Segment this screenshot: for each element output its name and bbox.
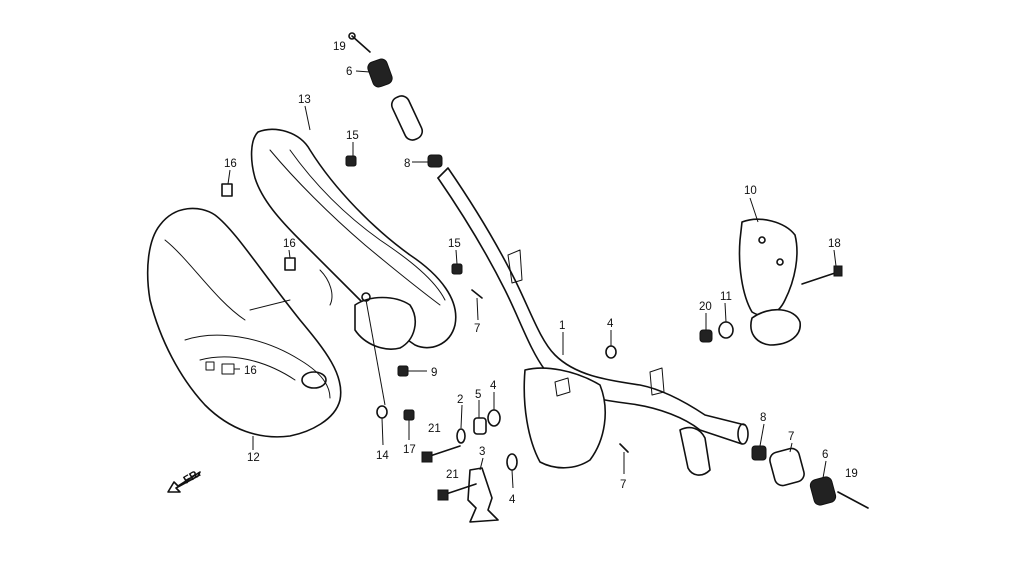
nut-17 bbox=[403, 409, 415, 421]
nut-15-upper bbox=[345, 155, 357, 167]
handlebar-pipe bbox=[437, 167, 749, 476]
callout-13: 13 bbox=[298, 94, 311, 106]
callout-15-lower: 15 bbox=[448, 238, 461, 250]
callout-4-middle: 4 bbox=[490, 380, 497, 392]
screw-7-lower bbox=[619, 443, 629, 453]
callout-4-lower: 4 bbox=[509, 494, 516, 506]
callout-21-upper: 21 bbox=[428, 423, 441, 435]
bolt-18 bbox=[801, 265, 843, 285]
callout-16-middle: 16 bbox=[283, 238, 296, 250]
callout-9: 9 bbox=[431, 367, 437, 379]
callout-6-right: 6 bbox=[822, 449, 828, 461]
clamp bbox=[467, 467, 499, 523]
nut-20 bbox=[699, 329, 713, 343]
callout-17: 17 bbox=[403, 444, 416, 456]
callout-10: 10 bbox=[744, 185, 757, 197]
front-direction-arrow: FR. bbox=[167, 467, 203, 493]
callout-8-top: 8 bbox=[404, 158, 410, 170]
callout-14: 14 bbox=[376, 450, 389, 462]
callout-3: 3 bbox=[479, 446, 485, 458]
rear-handlebar-cover bbox=[250, 128, 457, 350]
callout-7-upper: 7 bbox=[474, 323, 480, 335]
callout-11: 11 bbox=[720, 291, 732, 303]
clip-16-upper bbox=[221, 183, 233, 197]
callout-2: 2 bbox=[457, 394, 463, 406]
grip-end-top bbox=[367, 58, 393, 88]
front-indicator-label: FR. bbox=[182, 467, 203, 486]
callout-18: 18 bbox=[828, 238, 841, 250]
washer-4-lower bbox=[506, 453, 518, 471]
callout-21-lower: 21 bbox=[446, 469, 459, 481]
callout-5: 5 bbox=[475, 389, 481, 401]
leader-lines bbox=[227, 70, 837, 489]
washer-14 bbox=[376, 405, 388, 419]
bolt-21-upper bbox=[421, 445, 461, 463]
collar-top bbox=[427, 154, 443, 168]
washer-11 bbox=[718, 321, 734, 339]
bracket bbox=[738, 218, 801, 346]
collar-5 bbox=[473, 417, 487, 435]
washer-4-upper bbox=[605, 345, 617, 359]
bolt-21-lower bbox=[437, 483, 477, 501]
grip-end-right bbox=[809, 476, 837, 506]
screw-7-upper bbox=[471, 289, 483, 299]
washer-2 bbox=[456, 428, 466, 444]
callout-16-lower: 16 bbox=[244, 365, 257, 377]
callout-7-right: 7 bbox=[788, 431, 794, 443]
clip-16-middle bbox=[284, 257, 296, 271]
callout-4-upper: 4 bbox=[607, 318, 614, 330]
callout-20: 20 bbox=[699, 301, 712, 313]
callout-15-upper: 15 bbox=[346, 130, 359, 142]
callout-12: 12 bbox=[247, 452, 260, 464]
callout-16-upper: 16 bbox=[224, 158, 237, 170]
collar-right bbox=[751, 445, 767, 461]
screw-19-right bbox=[837, 491, 869, 509]
callout-6-top: 6 bbox=[346, 66, 352, 78]
callout-1: 1 bbox=[559, 320, 565, 332]
nut-15-lower bbox=[451, 263, 463, 275]
callout-labels: 19 6 13 15 8 16 16 15 7 1 4 10 18 20 11 … bbox=[224, 41, 858, 506]
front-handlebar-cover bbox=[146, 207, 342, 438]
callout-8-right: 8 bbox=[760, 412, 766, 424]
screw-9 bbox=[397, 365, 409, 377]
callout-7-lower: 7 bbox=[620, 479, 626, 491]
grip-rubber-right bbox=[769, 447, 805, 487]
grip-rubber-top bbox=[390, 95, 424, 141]
callout-19-right: 19 bbox=[845, 468, 858, 480]
callout-19-top: 19 bbox=[333, 41, 346, 53]
washer-4-mid bbox=[487, 409, 501, 427]
screw-19-top bbox=[348, 32, 371, 53]
